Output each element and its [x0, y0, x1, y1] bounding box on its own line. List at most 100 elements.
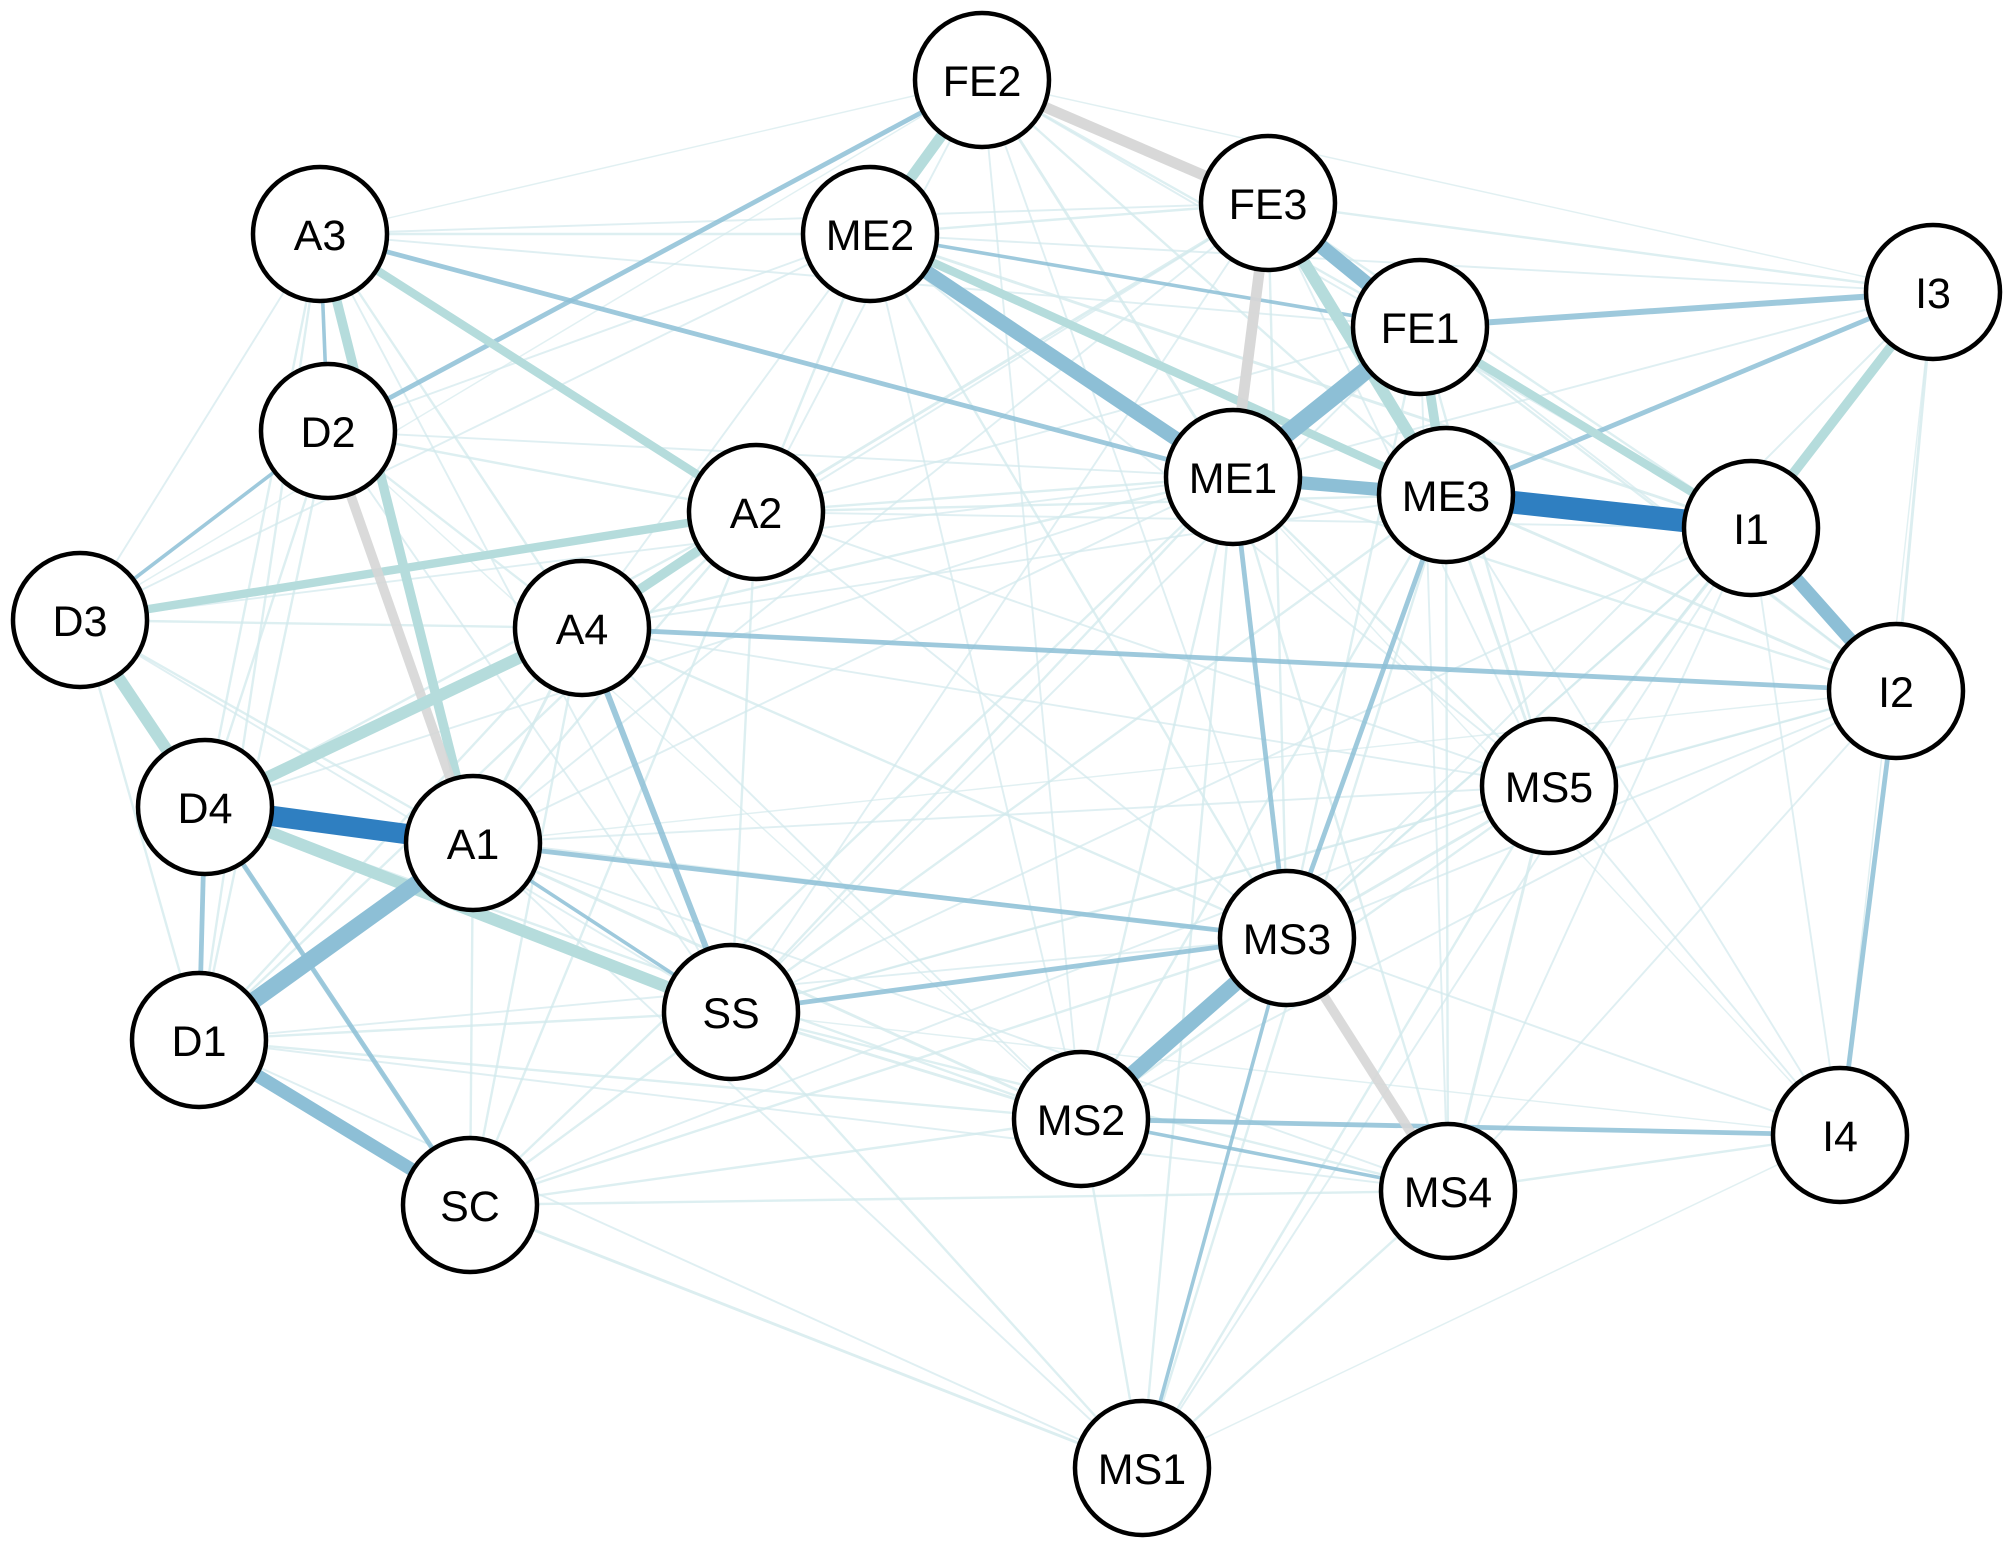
node-i4: I4	[1770, 1065, 1910, 1205]
node-label: FE1	[1381, 305, 1460, 353]
node-circle	[1863, 222, 2003, 362]
node-label: A4	[556, 606, 609, 654]
node-circle	[1681, 458, 1821, 598]
edge-sc-ms4	[469, 1189, 1449, 1207]
edge-me2-i1	[869, 232, 1752, 530]
node-ss: SS	[661, 942, 801, 1082]
node-me2: ME2	[800, 164, 940, 304]
node-a3: A3	[250, 164, 390, 304]
edge-fe2-a3	[319, 79, 983, 235]
edge-d2-me2	[327, 233, 871, 432]
node-label: A3	[294, 212, 347, 260]
edge-fe3-i3	[1267, 201, 1934, 294]
edge-d3-ss	[79, 619, 732, 1013]
edge-a1-fe3	[472, 202, 1269, 844]
node-circle	[686, 442, 826, 582]
edge-ms1-i4	[1141, 1134, 1841, 1469]
node-fe2: FE2	[912, 10, 1052, 150]
node-ms3: MS3	[1217, 868, 1357, 1008]
edge-a4-ms3	[581, 626, 1288, 940]
node-label: ME3	[1402, 473, 1490, 521]
node-label: SC	[440, 1183, 500, 1231]
node-label: D1	[172, 1018, 227, 1066]
node-label: I3	[1915, 270, 1951, 318]
node-circle	[1163, 407, 1303, 547]
edge-a3-fe3	[319, 202, 1269, 235]
node-circle	[1217, 868, 1357, 1008]
edge-d4-me1	[204, 476, 1234, 808]
node-label: MS2	[1037, 1097, 1125, 1145]
edge-fe1-ms3	[1285, 326, 1422, 939]
edge-d2-a2	[327, 429, 757, 514]
edge-d3-me1	[79, 476, 1234, 621]
edge-a4-i2	[581, 625, 1897, 694]
edge-me2-ms3	[868, 233, 1289, 939]
edge-ss-i4	[730, 1011, 1841, 1136]
node-label: MS1	[1098, 1446, 1186, 1494]
node-circle	[1770, 1065, 1910, 1205]
edge-fe2-me3	[981, 79, 1447, 496]
node-d1: D1	[129, 970, 269, 1110]
node-d2: D2	[258, 361, 398, 501]
edge-ss-i1	[730, 527, 1752, 1013]
node-label: I4	[1822, 1113, 1858, 1161]
edge-me3-i3	[1445, 289, 1934, 498]
edge-a3-me1	[319, 231, 1234, 480]
node-circle	[800, 164, 940, 304]
edge-me1-ms5	[1232, 476, 1550, 787]
edge-a4-me1	[581, 475, 1234, 630]
edge-ms2-d2	[327, 430, 1082, 1120]
edge-ms1-me1	[1140, 476, 1235, 1469]
node-label: A1	[447, 821, 500, 869]
edge-ms1-d1	[198, 1039, 1143, 1469]
edge-a2-fe1	[755, 326, 1421, 513]
edge-me2-me1	[865, 228, 1238, 483]
node-label: D3	[53, 598, 108, 646]
edge-a1-me1	[472, 476, 1234, 844]
node-i3: I3	[1863, 222, 2003, 362]
edge-a4-me3	[581, 494, 1447, 629]
edge-fe2-ms3	[981, 79, 1288, 939]
edge-ss-ms5	[730, 784, 1550, 1014]
node-circle	[10, 550, 150, 690]
node-a2: A2	[686, 442, 826, 582]
edge-me3-i2	[1445, 493, 1897, 693]
node-label: ME1	[1189, 455, 1277, 503]
edge-d3-a3	[79, 233, 321, 621]
edge-ss-me1	[730, 476, 1234, 1013]
edge-d1-d3	[78, 619, 201, 1041]
edge-i2-i4	[1837, 690, 1899, 1136]
edge-d3-a2	[79, 507, 757, 625]
edge-a4-ms2	[581, 627, 1082, 1120]
edge-a3-a1	[315, 232, 478, 845]
node-a1: A1	[403, 773, 543, 913]
edge-a3-a2	[317, 230, 759, 516]
edge-a2-fe3	[755, 201, 1269, 514]
edge-me3-i4	[1445, 494, 1841, 1136]
edge-me3-ms4	[1444, 494, 1450, 1192]
node-label: I2	[1878, 669, 1914, 717]
edge-ss-fe1	[730, 326, 1421, 1013]
edge-me1-i2	[1232, 475, 1897, 693]
edge-me2-me3	[868, 230, 1448, 499]
edge-d3-fe2	[79, 79, 983, 621]
node-d3: D3	[10, 550, 150, 690]
edge-fe2-ms2	[981, 79, 1082, 1120]
node-label: A2	[730, 490, 783, 538]
edge-a1-ms5	[472, 785, 1550, 844]
edge-d3-a4	[79, 618, 583, 630]
edge-ms5-ms4	[1446, 785, 1551, 1192]
edge-fe3-ms3	[1266, 202, 1289, 939]
node-label: I1	[1733, 506, 1769, 554]
edge-ss-me3	[730, 494, 1447, 1013]
node-circle	[912, 10, 1052, 150]
edge-d3-me2	[79, 233, 871, 621]
node-d4: D4	[135, 737, 275, 877]
edge-ss-ms3	[730, 935, 1288, 1015]
node-label: SS	[702, 990, 759, 1038]
node-i1: I1	[1681, 458, 1821, 598]
edge-fe2-me1	[980, 79, 1235, 478]
node-label: MS5	[1505, 764, 1593, 812]
